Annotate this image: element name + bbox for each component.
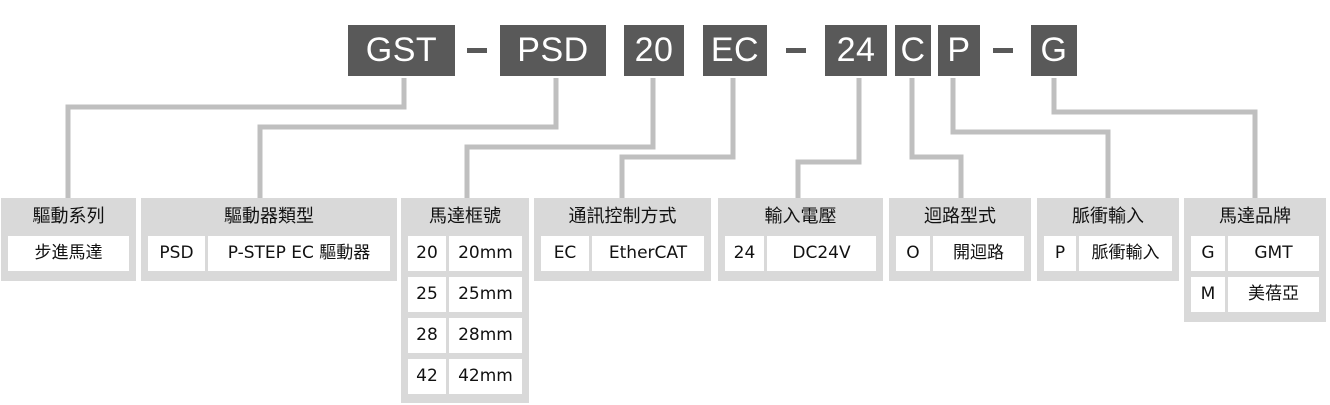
option-row: 24 DC24V <box>725 236 876 271</box>
connector-p <box>950 78 1111 198</box>
option-description: 步進馬達 <box>8 236 129 271</box>
connector-g <box>1051 78 1258 198</box>
option-description: 28mm <box>449 318 522 353</box>
box-title: 脈衝輸入 <box>1072 206 1144 227</box>
option-description: GMT <box>1228 236 1319 271</box>
connector-c <box>909 78 964 198</box>
code-segment-voltage: 24 <box>825 25 887 76</box>
box-motor-brand: 馬達品牌 G GMT M 美蓓亞 <box>1184 198 1326 322</box>
option-description: DC24V <box>767 236 876 271</box>
connector-24 <box>795 78 862 198</box>
option-description: 20mm <box>449 236 522 271</box>
option-description: 脈衝輸入 <box>1079 236 1172 271</box>
connector-20 <box>464 78 656 198</box>
option-row: PSD P-STEP EC 驅動器 <box>148 236 390 271</box>
option-row: 25 25mm <box>408 277 522 312</box>
option-code: O <box>896 236 930 271</box>
option-row: 步進馬達 <box>8 236 129 271</box>
option-row: 20 20mm <box>408 236 522 271</box>
option-description: 美蓓亞 <box>1228 277 1319 312</box>
box-loop-type: 迴路型式 O 開迴路 <box>889 198 1031 281</box>
code-segment-gst: GST <box>348 25 455 76</box>
box-title: 迴路型式 <box>924 206 996 227</box>
code-segment-psd: PSD <box>500 25 606 76</box>
option-row: 42 42mm <box>408 359 522 394</box>
box-title: 馬達框號 <box>429 206 501 227</box>
box-input-voltage: 輸入電壓 24 DC24V <box>718 198 883 281</box>
option-row: G GMT <box>1191 236 1319 271</box>
option-code: 24 <box>725 236 764 271</box>
option-code: P <box>1044 236 1076 271</box>
connector-gst <box>65 78 407 198</box>
connector-psd <box>257 78 559 198</box>
box-motor-frame: 馬達框號 20 20mm 25 25mm 28 28mm 42 42mm <box>401 198 529 403</box>
option-description: 開迴路 <box>933 236 1024 271</box>
option-code: M <box>1191 277 1225 312</box>
option-code: G <box>1191 236 1225 271</box>
box-title: 通訊控制方式 <box>568 206 677 227</box>
option-row: 28 28mm <box>408 318 522 353</box>
option-row: O 開迴路 <box>896 236 1024 271</box>
option-description: 42mm <box>449 359 522 394</box>
code-dash <box>467 48 487 53</box>
option-description: EtherCAT <box>592 236 704 271</box>
option-row: M 美蓓亞 <box>1191 277 1319 312</box>
box-title: 馬達品牌 <box>1219 206 1291 227</box>
box-title: 輸入電壓 <box>764 206 837 227</box>
code-segment-brand: G <box>1031 25 1077 76</box>
box-title: 驅動系列 <box>32 206 105 227</box>
box-title: 驅動器類型 <box>224 206 314 227</box>
code-segment-frame: 20 <box>624 25 684 76</box>
option-description: 25mm <box>449 277 522 312</box>
code-dash <box>786 48 806 53</box>
box-communication: 通訊控制方式 EC EtherCAT <box>534 198 711 281</box>
connector-ec <box>619 78 736 198</box>
option-code: EC <box>541 236 589 271</box>
box-pulse-input: 脈衝輸入 P 脈衝輸入 <box>1037 198 1179 281</box>
option-code: 25 <box>408 277 446 312</box>
code-segment-pulse: P <box>938 25 980 76</box>
option-row: EC EtherCAT <box>541 236 704 271</box>
option-code: 20 <box>408 236 446 271</box>
box-driver-type: 驅動器類型 PSD P-STEP EC 驅動器 <box>141 198 397 281</box>
option-description: P-STEP EC 驅動器 <box>208 236 390 271</box>
box-drive-series: 驅動系列 步進馬達 <box>1 198 136 281</box>
code-segment-loop: C <box>895 25 931 76</box>
option-code: 28 <box>408 318 446 353</box>
option-code: 42 <box>408 359 446 394</box>
option-row: P 脈衝輸入 <box>1044 236 1172 271</box>
code-segment-comm: EC <box>703 25 767 76</box>
option-code: PSD <box>148 236 205 271</box>
code-dash <box>993 48 1013 53</box>
